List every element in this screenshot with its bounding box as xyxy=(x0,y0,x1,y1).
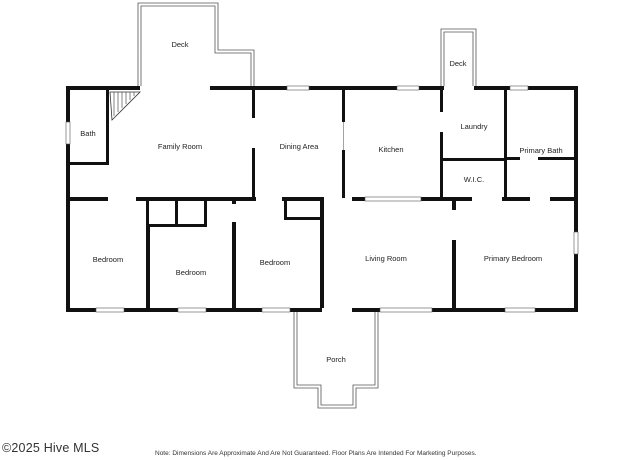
room-label-dining-area: Dining Area xyxy=(280,142,320,151)
room-label-wic: W.I.C. xyxy=(464,175,484,184)
room-label-bedroom-3: Bedroom xyxy=(260,258,290,267)
room-label-deck-right: Deck xyxy=(449,59,466,68)
room-label-primary-bath: Primary Bath xyxy=(519,146,562,155)
room-label-deck-left: Deck xyxy=(171,40,188,49)
bottom-openings xyxy=(95,307,536,313)
room-label-family-room: Family Room xyxy=(158,142,202,151)
room-label-laundry: Laundry xyxy=(460,122,487,131)
room-label-kitchen: Kitchen xyxy=(378,145,403,154)
deck-left-outline xyxy=(137,2,255,87)
interior-walls xyxy=(66,90,578,308)
side-windows xyxy=(65,121,579,255)
room-label-living-room: Living Room xyxy=(365,254,407,263)
room-label-bath: Bath xyxy=(80,129,95,138)
room-label-porch: Porch xyxy=(326,355,346,364)
porch-outline xyxy=(293,310,379,409)
room-label-primary-bedroom: Primary Bedroom xyxy=(484,254,542,263)
stairs-icon xyxy=(109,91,141,121)
disclaimer-text: Note: Dimensions Are Approximate And Are… xyxy=(155,450,477,457)
copyright-text: ©2025 Hive MLS xyxy=(2,441,100,455)
room-label-bedroom-2: Bedroom xyxy=(176,268,206,277)
deck-right-outline xyxy=(440,28,477,87)
top-openings xyxy=(140,85,529,91)
room-label-bedroom-1: Bedroom xyxy=(93,255,123,264)
